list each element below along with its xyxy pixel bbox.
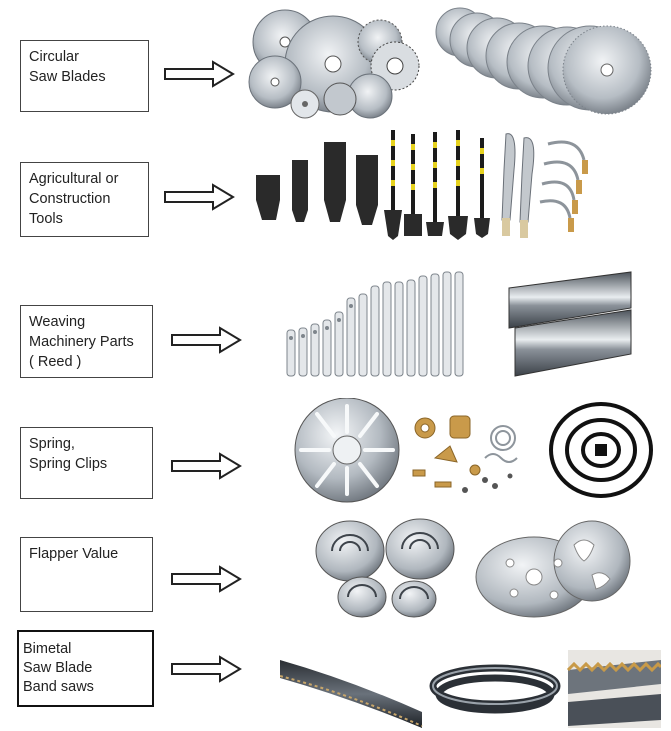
label-line: Flapper Value [29, 546, 119, 562]
label-box-spring-clips: Spring, Spring Clips [20, 427, 153, 499]
row-flapper-value: Flapper Value [0, 515, 671, 620]
label-line: Saw Blades [29, 69, 106, 85]
label-line: Agricultural or [29, 171, 119, 187]
label-line: Spring Clips [29, 456, 108, 472]
agricultural-tools-image [256, 130, 588, 240]
row-agricultural-tools: Agricultural or Construction Tools [0, 130, 671, 250]
row-spring-clips: Spring, Spring Clips [0, 390, 671, 505]
label-box-circular-saw-blades: Circular Saw Blades [20, 40, 149, 112]
label-box-bimetal-band-saws: Bimetal Saw Blade Band saws [17, 630, 154, 707]
right-arrow-icon [171, 452, 242, 480]
label-line: Spring, [29, 436, 75, 452]
label-line: Band saws [23, 679, 94, 695]
right-arrow-icon [171, 326, 242, 354]
label-box-agricultural-tools: Agricultural or Construction Tools [20, 162, 149, 237]
right-arrow-icon [171, 565, 242, 593]
circular-saw-blades-image [248, 7, 652, 119]
right-arrow-icon [171, 655, 242, 683]
right-arrow-icon [164, 60, 235, 88]
label-line: ( Reed ) [29, 354, 82, 370]
flapper-valve-image [315, 518, 631, 618]
label-line: Bimetal [23, 641, 72, 657]
weaving-reed-parts-image [286, 271, 464, 377]
label-line: Weaving [29, 314, 86, 330]
row-bimetal-band-saws: Bimetal Saw Blade Band saws [0, 620, 671, 731]
label-line: Machinery Parts [29, 334, 134, 350]
row-circular-saw-blades: Circular Saw Blades [0, 0, 671, 130]
label-line: Saw Blade [23, 660, 93, 676]
reed-profile-bars-image [508, 271, 632, 377]
band-saw-blades-image [280, 650, 661, 728]
label-box-weaving-machinery-parts: Weaving Machinery Parts ( Reed ) [20, 305, 153, 378]
row-weaving-machinery-parts: Weaving Machinery Parts ( Reed ) [0, 260, 671, 390]
label-line: Tools [29, 211, 63, 227]
label-line: Construction [29, 191, 111, 207]
label-box-flapper-value: Flapper Value [20, 537, 153, 612]
label-line: Circular [29, 49, 79, 65]
spring-clips-image [294, 398, 653, 503]
right-arrow-icon [164, 183, 235, 211]
